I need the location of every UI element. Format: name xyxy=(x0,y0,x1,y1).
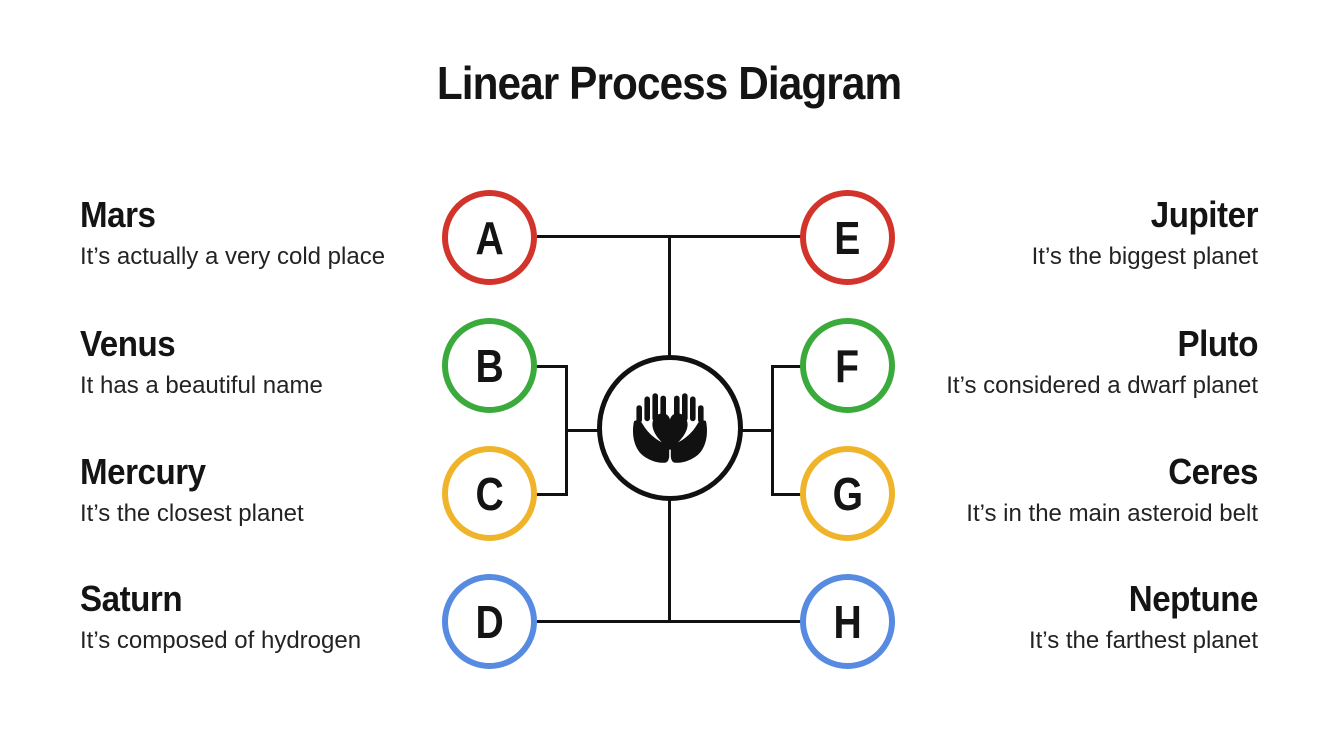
planet-description: It’s composed of hydrogen xyxy=(80,627,362,654)
planet-name: Mars xyxy=(80,194,156,235)
label-neptune: Neptune It’s the farthest planet xyxy=(898,578,1258,656)
center-hub xyxy=(597,355,743,501)
node-f-letter: F xyxy=(835,339,860,392)
planet-description: It has a beautiful name xyxy=(80,372,323,399)
node-e-letter: E xyxy=(834,211,861,264)
connector-g-stub xyxy=(771,493,803,496)
node-h-letter: H xyxy=(833,595,862,648)
planet-description: It’s the biggest planet xyxy=(1031,243,1258,270)
node-f: F xyxy=(800,318,895,413)
planet-name: Venus xyxy=(80,323,176,364)
connector-f-stub xyxy=(771,365,803,368)
node-b-letter: B xyxy=(475,339,504,392)
planet-name: Ceres xyxy=(1168,451,1258,492)
node-h: H xyxy=(800,574,895,669)
label-saturn: Saturn It’s composed of hydrogen xyxy=(80,578,440,656)
node-e: E xyxy=(800,190,895,285)
planet-name: Neptune xyxy=(1128,578,1259,619)
connector-b-stub xyxy=(536,365,568,368)
planet-name: Jupiter xyxy=(1150,194,1259,235)
node-a-letter: A xyxy=(475,211,504,264)
planet-description: It’s in the main asteroid belt xyxy=(966,500,1258,527)
planet-name: Mercury xyxy=(80,451,206,492)
connector-bottom-vertical xyxy=(668,500,671,622)
label-mercury: Mercury It’s the closest planet xyxy=(80,451,440,529)
node-d: D xyxy=(442,574,537,669)
connector-c-stub xyxy=(536,493,568,496)
node-d-letter: D xyxy=(475,595,504,648)
planet-description: It’s the farthest planet xyxy=(1028,627,1258,654)
label-ceres: Ceres It’s in the main asteroid belt xyxy=(898,451,1258,529)
node-c-letter: C xyxy=(475,467,504,520)
page-title: Linear Process Diagram xyxy=(436,57,902,109)
planet-name: Saturn xyxy=(80,578,183,619)
connector-top-vertical xyxy=(668,235,671,356)
node-a: A xyxy=(442,190,537,285)
planet-description: It’s considered a dwarf planet xyxy=(946,372,1258,399)
label-jupiter: Jupiter It’s the biggest planet xyxy=(898,194,1259,272)
node-b: B xyxy=(442,318,537,413)
planet-description: It’s the closest planet xyxy=(80,500,304,527)
label-pluto: Pluto It’s considered a dwarf planet xyxy=(898,323,1258,401)
label-venus: Venus It has a beautiful name xyxy=(80,323,440,401)
node-c: C xyxy=(442,446,537,541)
planet-description: It’s actually a very cold place xyxy=(80,243,386,270)
connector-bottom-horizontal xyxy=(537,620,802,623)
label-mars: Mars It’s actually a very cold place xyxy=(80,194,440,272)
connector-right-mid xyxy=(741,429,774,432)
hands-holding-heart-icon xyxy=(622,384,718,473)
node-g-letter: G xyxy=(832,467,863,520)
node-g: G xyxy=(800,446,895,541)
connector-left-mid xyxy=(565,429,599,432)
planet-name: Pluto xyxy=(1177,323,1259,364)
